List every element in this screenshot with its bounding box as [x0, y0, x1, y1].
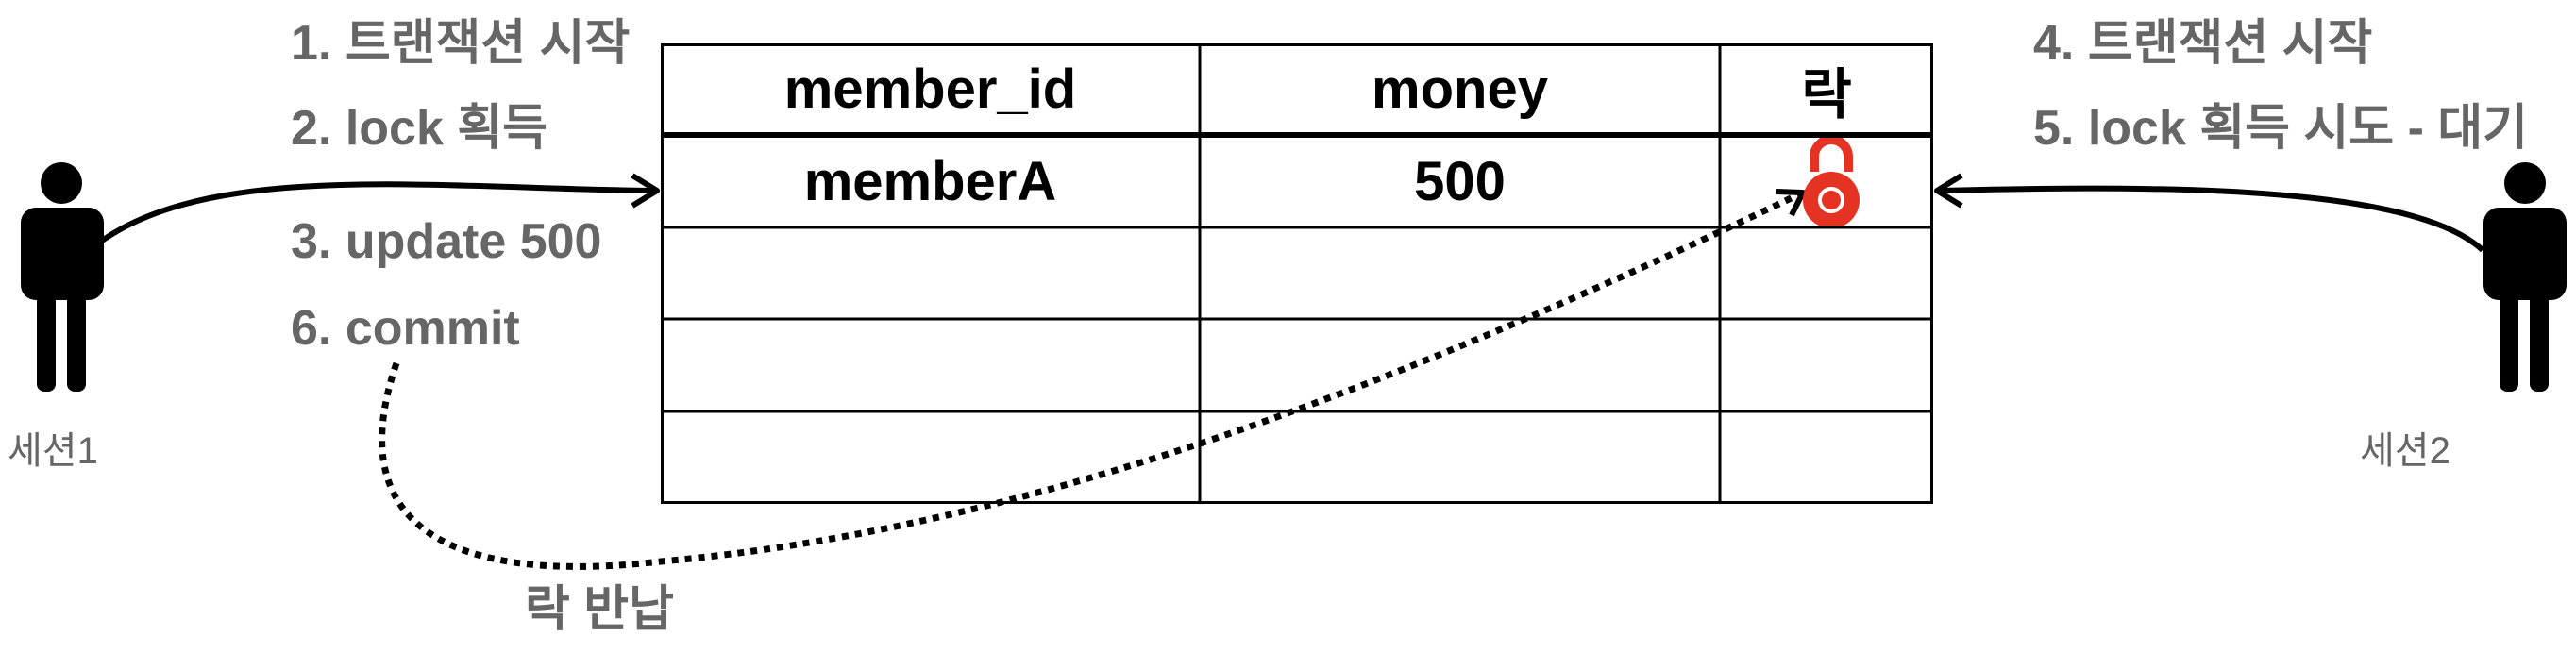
table-header-member-id: member_id — [783, 59, 1077, 120]
lock-release-label: 락 반납 — [525, 582, 674, 637]
person-icon-session2 — [2483, 162, 2567, 392]
session1-label: 세션1 — [8, 430, 98, 472]
arrowhead-session2 — [1934, 173, 1963, 209]
table-header-lock: 락 — [1801, 63, 1852, 126]
session1-step-lock-acquire: 2. lock 획득 — [291, 101, 547, 156]
lock-release-arrowhead — [1776, 189, 1806, 217]
table-cell-money: 500 — [1414, 150, 1506, 212]
person-icon-session1 — [21, 162, 104, 392]
table-grid — [661, 43, 1933, 504]
arrowhead-session1 — [631, 173, 660, 209]
lock-release-dotted-arrow — [379, 190, 1803, 570]
lock-icon — [1803, 135, 1860, 228]
table-header-money: money — [1372, 59, 1548, 120]
table-cell-member-id: memberA — [803, 150, 1057, 212]
session1-step-update: 3. update 500 — [291, 214, 602, 269]
session2-step-lock-wait: 5. lock 획득 시도 - 대기 — [2033, 101, 2529, 156]
arrow-session1-to-table — [100, 181, 654, 243]
session2-label: 세션2 — [2360, 430, 2450, 472]
session2-step-begin: 4. 트랜잭션 시작 — [2033, 16, 2373, 71]
member-table: member_id money 락 memberA 500 — [661, 43, 1933, 504]
session1-step-begin: 1. 트랜잭션 시작 — [291, 16, 631, 71]
arrow-session2-to-table — [1940, 185, 2485, 253]
session1-step-commit: 6. commit — [291, 301, 520, 356]
